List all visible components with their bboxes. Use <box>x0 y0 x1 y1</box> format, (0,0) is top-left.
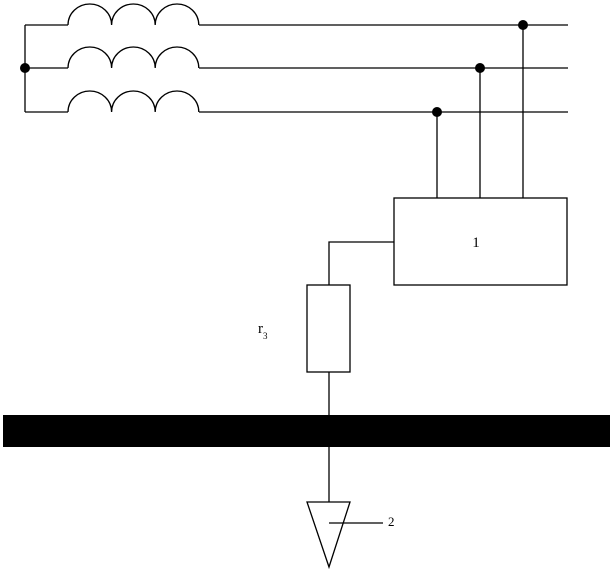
phase-line-1 <box>25 3 568 26</box>
ground-plane-bar <box>3 415 610 447</box>
unit-box <box>393 197 568 286</box>
winding-coil-3 <box>67 90 200 113</box>
winding-coil-1 <box>67 3 200 26</box>
phase-line-2 <box>25 46 568 69</box>
unit-to-resistor-wire <box>328 241 394 285</box>
winding-coil-2 <box>67 46 200 69</box>
resistor-subscript: 3 <box>263 331 268 341</box>
resistor-label: r3 <box>258 321 268 341</box>
resistor <box>306 284 351 373</box>
phase-line-3 <box>25 90 568 113</box>
resistor-symbol: r <box>258 321 263 337</box>
ground-electrode <box>306 501 351 570</box>
ground-electrode-label: 2 <box>388 514 395 529</box>
unit-box-label: 1 <box>472 235 480 251</box>
